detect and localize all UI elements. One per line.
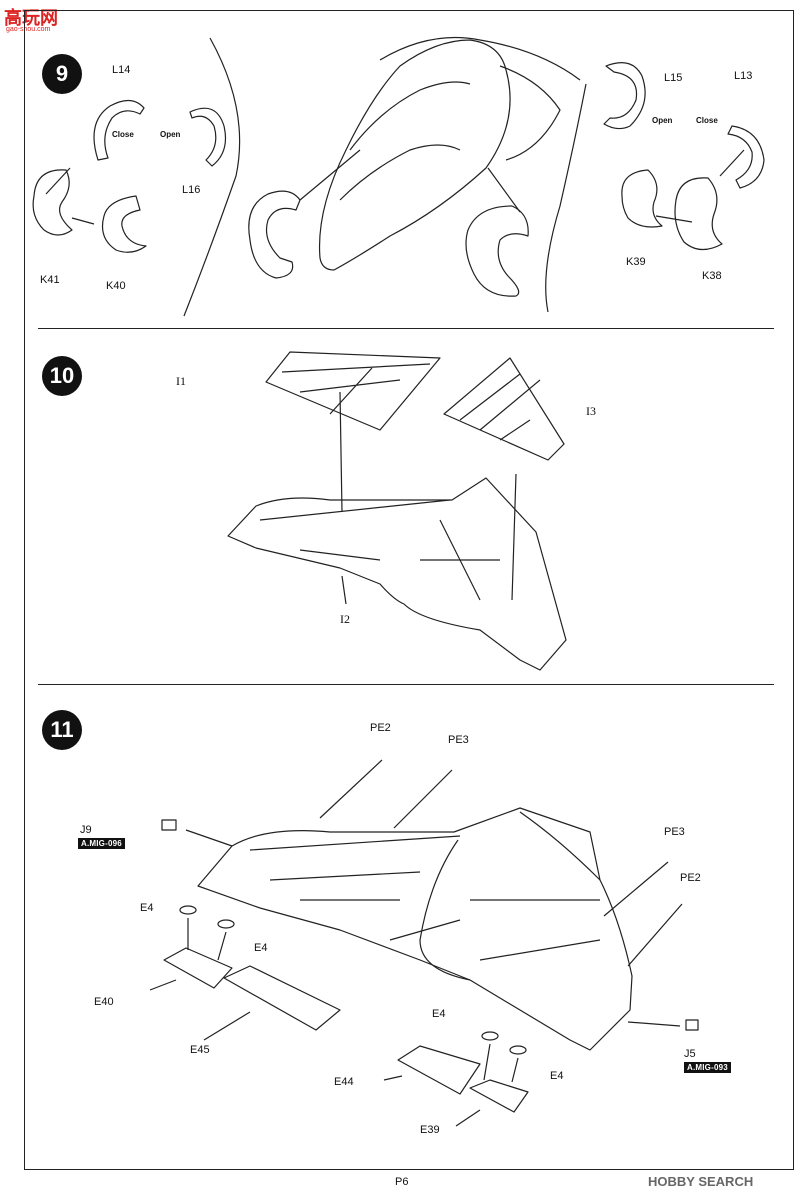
label-E4: E4: [254, 942, 268, 954]
part-E4: [217, 919, 235, 929]
label-E39: E39: [420, 1124, 440, 1136]
code-badge-J5: A.MIG-093: [684, 1062, 731, 1073]
step-number-10: 10: [42, 356, 82, 396]
label-PE3: PE3: [664, 826, 685, 838]
label-close: Close: [696, 116, 718, 125]
cockpit-nose: [318, 39, 511, 271]
part-E39: [469, 1079, 529, 1113]
part-K38: [674, 177, 723, 251]
brand-watermark: HOBBY SEARCH: [648, 1174, 754, 1189]
label-E4: E4: [140, 902, 154, 914]
part-E45: [223, 965, 341, 1031]
part-E4: [481, 1031, 499, 1041]
label-K40: K40: [106, 280, 126, 292]
part-K39: [621, 169, 663, 228]
part-J5: [685, 1019, 699, 1031]
arrow: [603, 861, 669, 917]
arrow: [71, 217, 95, 225]
arrow: [719, 149, 745, 177]
part-I2: [227, 477, 567, 671]
label-K38: K38: [702, 270, 722, 282]
arrow: [627, 903, 683, 967]
label-E40: E40: [94, 996, 114, 1008]
part-I3: [443, 357, 565, 461]
label-E44: E44: [334, 1076, 354, 1088]
step-number-9: 9: [42, 54, 82, 94]
arrow: [319, 759, 383, 819]
label-K39: K39: [626, 256, 646, 268]
arrow: [185, 829, 233, 847]
section-divider: [38, 684, 774, 685]
label-L14: L14: [112, 64, 131, 76]
part-E40: [163, 947, 233, 989]
label-I2: I2: [340, 612, 350, 626]
section-divider: [38, 328, 774, 329]
watermark-text: 高玩网: [4, 8, 58, 28]
arrow: [339, 391, 343, 513]
arrow: [45, 167, 71, 195]
label-J5: J5: [684, 1048, 696, 1060]
zoom-curve: [545, 83, 587, 313]
part-L13: [727, 125, 765, 189]
label-I1: I1: [176, 374, 186, 388]
part-L15: [603, 62, 646, 130]
label-L15: L15: [664, 72, 683, 84]
label-L13: L13: [734, 70, 753, 82]
label-I3: I3: [586, 404, 596, 418]
label-E45: E45: [190, 1044, 210, 1056]
watermark-url: gao-shou.com: [6, 26, 51, 33]
label-J9: J9: [80, 824, 92, 836]
step-number-11: 11: [42, 710, 82, 750]
part-E4: [509, 1045, 527, 1055]
label-PE2: PE2: [370, 722, 391, 734]
arrow: [511, 473, 517, 601]
label-PE2: PE2: [680, 872, 701, 884]
part-L14: [93, 99, 145, 161]
label-E4: E4: [432, 1008, 446, 1020]
arrow: [655, 215, 693, 223]
label-close: Close: [112, 130, 134, 139]
page-frame: [24, 10, 794, 1170]
label-E4: E4: [550, 1070, 564, 1082]
label-open: Open: [160, 130, 181, 139]
part-E4: [179, 905, 197, 915]
arrow: [627, 1021, 681, 1027]
part-L16: [189, 107, 227, 167]
part-K40: [101, 195, 147, 253]
part-wheel-bay-right: [465, 205, 529, 297]
label-K41: K41: [40, 274, 60, 286]
arrow: [393, 769, 453, 829]
label-L16: L16: [182, 184, 201, 196]
part-E44: [397, 1045, 481, 1095]
code-badge-J9: A.MIG-096: [78, 838, 125, 849]
label-PE3: PE3: [448, 734, 469, 746]
page-number: P6: [395, 1176, 409, 1188]
part-wing-assembly: [197, 807, 633, 1051]
part-I1: [265, 351, 441, 431]
zoom-curve: [183, 37, 241, 317]
part-K41: [32, 169, 73, 236]
part-J9: [161, 819, 177, 831]
label-open: Open: [652, 116, 673, 125]
part-wheel-bay-left: [248, 190, 301, 279]
